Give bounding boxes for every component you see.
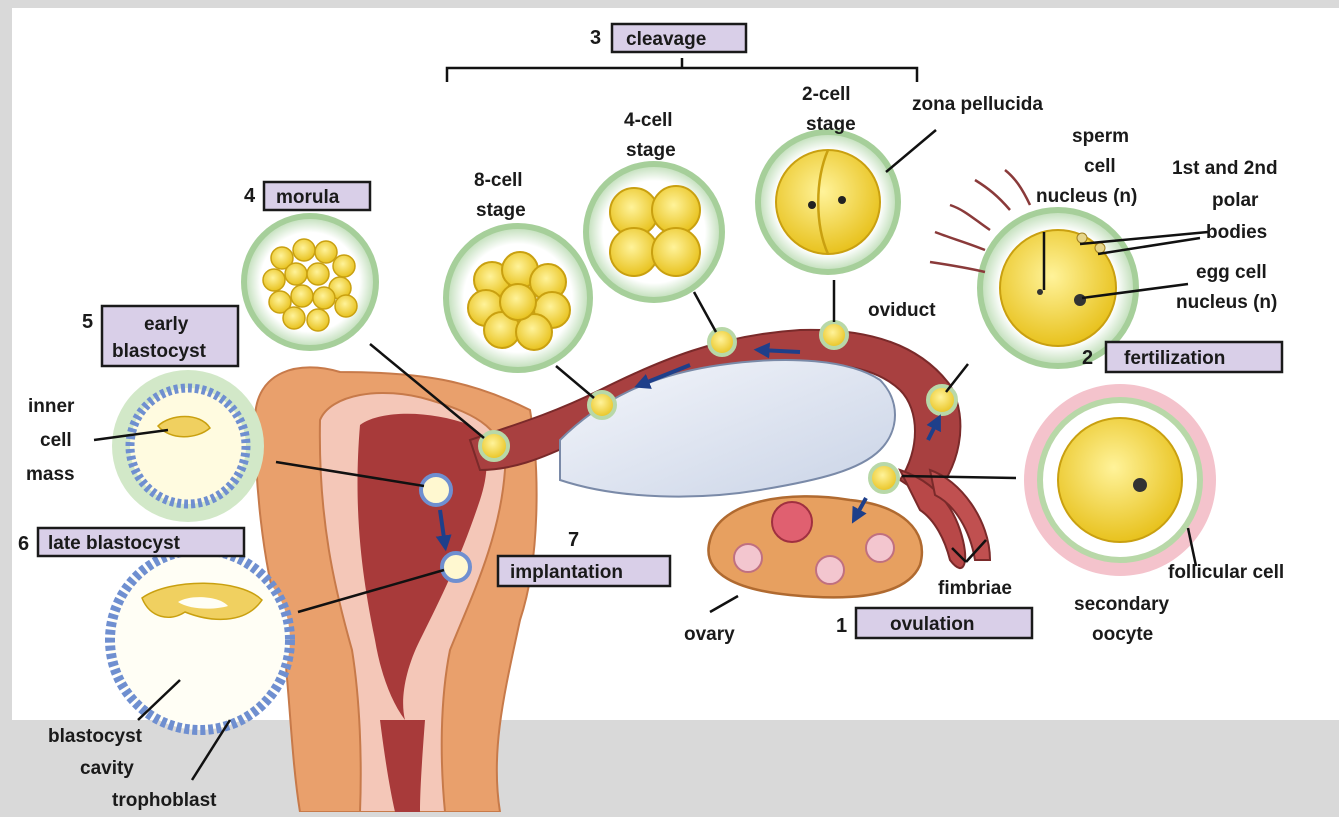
early-blastocyst-small xyxy=(421,475,451,505)
step-number: 3 xyxy=(590,27,601,49)
two-cell-label: 2-cell xyxy=(802,84,851,105)
eight-cell-label: 8-cell xyxy=(474,170,523,191)
secondary-oocyte-label-1: secondary xyxy=(1074,594,1169,615)
late-blastocyst-small xyxy=(442,553,470,581)
inner-cell-mass-label-2: cell xyxy=(40,430,72,451)
step-1-ovulation: 1 ovulation xyxy=(836,608,1032,638)
step-label: late blastocyst xyxy=(48,533,181,554)
ovary xyxy=(708,496,921,597)
polar-bodies-label-2: polar xyxy=(1212,190,1259,211)
egg-cell-label: egg cell xyxy=(1196,262,1267,283)
step-label-line2: blastocyst xyxy=(112,341,207,362)
polar-bodies-label-3: bodies xyxy=(1206,222,1267,243)
step-number: 1 xyxy=(836,615,847,637)
late-blastocyst-illustration xyxy=(110,550,290,730)
zona-pellucida-label: zona pellucida xyxy=(912,94,1043,115)
step-number: 5 xyxy=(82,311,93,333)
step-5-early-blastocyst: 5 early blastocyst xyxy=(82,306,238,366)
step-2-fertilization: 2 fertilization xyxy=(1082,342,1282,372)
eight-cell-label-stage: stage xyxy=(476,200,526,221)
step-number: 4 xyxy=(244,185,256,207)
secondary-oocyte-illustration xyxy=(1024,384,1216,576)
sperm-cell-label: cell xyxy=(1084,156,1116,177)
step-label: implantation xyxy=(510,562,623,583)
two-cell-stage-illustration xyxy=(758,132,898,272)
trophoblast-label: trophoblast xyxy=(112,790,217,811)
arrow-cleavage-1 xyxy=(760,350,800,352)
four-cell-embryo xyxy=(709,329,735,355)
step-number: 7 xyxy=(568,529,579,551)
step-6-late-blastocyst: 6 late blastocyst xyxy=(18,528,244,556)
polar-bodies-label-1: 1st and 2nd xyxy=(1172,158,1278,179)
fertilized-egg xyxy=(928,386,956,414)
step-4-morula: 4 morula xyxy=(244,182,370,210)
step-label: fertilization xyxy=(1124,348,1225,369)
ovary-label: ovary xyxy=(684,624,735,645)
four-cell-label: 4-cell xyxy=(624,110,673,131)
sperm-nucleus-label: nucleus (n) xyxy=(1036,186,1137,207)
morula-illustration xyxy=(244,216,376,348)
secondary-oocyte-label-2: oocyte xyxy=(1092,624,1153,645)
eight-cell-stage-illustration xyxy=(446,226,590,370)
step-3-cleavage: 3 cleavage xyxy=(590,24,746,52)
follicular-cell-label: follicular cell xyxy=(1168,562,1284,583)
inner-cell-mass-label-1: inner xyxy=(28,396,75,417)
step-label: morula xyxy=(276,187,340,208)
fimbriae-label: fimbriae xyxy=(938,578,1012,599)
oviduct-label: oviduct xyxy=(868,300,936,321)
egg-nucleus-label: nucleus (n) xyxy=(1176,292,1277,313)
step-number: 6 xyxy=(18,533,29,555)
blastocyst-cavity-label-1: blastocyst xyxy=(48,726,143,747)
step-label: cleavage xyxy=(626,29,706,50)
inner-cell-mass-label-3: mass xyxy=(26,464,75,485)
ovulated-oocyte xyxy=(870,464,898,492)
sperm-label: sperm xyxy=(1072,126,1129,147)
step-label-line1: early xyxy=(144,314,189,335)
blastocyst-cavity-label-2: cavity xyxy=(80,758,134,779)
morula-small xyxy=(480,432,508,460)
step-label: ovulation xyxy=(890,614,974,635)
two-cell-label-stage: stage xyxy=(806,114,856,135)
two-cell-embryo xyxy=(821,322,847,348)
four-cell-stage-illustration xyxy=(586,164,722,300)
step-number: 2 xyxy=(1082,347,1093,369)
early-blastocyst-illustration xyxy=(112,370,264,522)
four-cell-label-stage: stage xyxy=(626,140,676,161)
